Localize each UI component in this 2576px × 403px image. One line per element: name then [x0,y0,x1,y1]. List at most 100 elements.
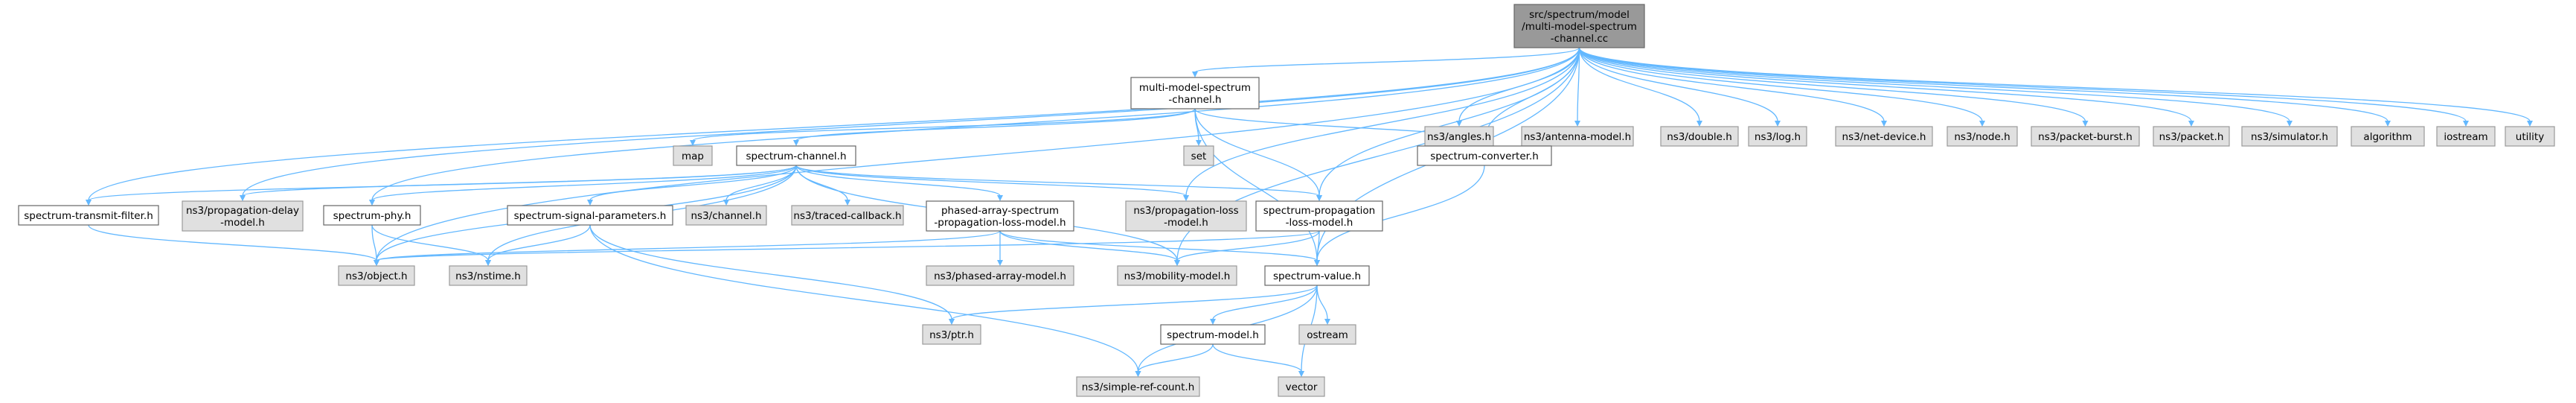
edge-arrowhead [997,260,1003,266]
edge-sphy-to-nstime [371,224,491,266]
edge-arrowhead [587,200,593,206]
edge-arrowhead [1174,260,1180,266]
edge-line [1137,343,1214,372]
edge-sprop-to-mobility [1174,230,1320,266]
edge-root-to-antenna [1574,47,1580,127]
edge-line [88,47,1580,201]
edge-root-to-stf [86,47,1580,206]
edge-line [487,224,591,261]
node-conv[interactable]: spectrum-converter.h [1417,145,1552,166]
node-nstime: ns3/nstime.h [449,265,528,286]
node-label: ns3/node.h [1954,131,2010,143]
node-root[interactable]: src/spectrum/model/multi-model-spectrum-… [1513,4,1645,48]
edge-line [589,224,1139,372]
node-pam: ns3/phased-array-model.h [926,265,1074,286]
node-label: ns3/propagation-delay [186,205,299,217]
node-label: ns3/net-device.h [1842,131,1926,143]
node-box [2505,126,2555,147]
node-angles: ns3/angles.h [1424,126,1494,147]
node-label: spectrum-propagation [1263,205,1375,217]
edge-line [88,224,377,261]
node-box [1278,376,1325,397]
edge-line [589,224,952,320]
edge-sprop-to-object [374,230,1320,266]
node-label: iostream [2444,131,2487,143]
node-algorithm: algorithm [2351,126,2425,147]
node-box [1264,265,1370,286]
edge-line [1578,47,1885,122]
node-label: ns3/mobility-model.h [1124,270,1231,282]
node-label: ns3/propagation-loss [1133,205,1238,217]
edge-line [1578,47,1778,122]
edge-ssp-to-ptr [589,224,955,325]
edge-paspl-to-pam [997,231,1003,266]
node-label: spectrum-converter.h [1430,150,1539,162]
node-ptr: ns3/ptr.h [922,324,981,345]
edge-arrowhead [845,200,850,206]
node-label: ns3/phased-array-model.h [934,270,1066,282]
edge-arrowhead [2463,121,2469,127]
node-sphy[interactable]: spectrum-phy.h [323,205,421,226]
node-box [1521,126,1634,147]
node-label: -model.h [1164,217,1208,229]
node-mobility: ns3/mobility-model.h [1117,265,1237,286]
node-box [1660,126,1739,147]
edge-line [1176,230,1320,261]
edge-line [88,165,797,201]
edge-arrowhead [240,195,246,201]
node-ssp[interactable]: spectrum-signal-parameters.h [507,205,673,226]
edge-line [795,108,1196,142]
node-label: ns3/angles.h [1427,131,1491,143]
node-box [1125,200,1247,232]
node-label: vector [1286,381,1318,393]
edge-line [376,230,1320,261]
node-label: ns3/log.h [1755,131,1801,143]
node-antenna: ns3/antenna-model.h [1521,126,1634,147]
edge-line [242,165,797,197]
edge-line [371,165,797,201]
node-box [1183,145,1214,166]
node-label: ns3/antenna-model.h [1524,131,1631,143]
node-label: -model.h [220,217,265,229]
node-label: utility [2516,131,2544,143]
edge-mmsc_h-to-map [690,108,1196,146]
node-box [1748,126,1807,147]
node-box [1947,126,2018,147]
node-packet: ns3/packet.h [2153,126,2230,147]
edge-line [692,108,1196,142]
node-label: ns3/object.h [345,270,407,282]
node-box [1076,376,1200,397]
edge-root-to-double [1578,47,1702,127]
node-label: -propagation-loss-model.h [934,217,1066,229]
node-box [1130,77,1260,110]
node-label: set [1191,150,1207,162]
edge-line [795,165,1001,197]
node-simulator: ns3/simulator.h [2241,126,2338,147]
node-sc_h[interactable]: spectrum-channel.h [736,145,856,166]
edge-line [371,224,489,261]
edge-arrowhead [1324,319,1330,325]
node-paspl[interactable]: phased-array-spectrum-propagation-loss-m… [926,200,1074,232]
edge-line [1578,47,1983,122]
edge-paspl-to-sv [999,230,1320,266]
edge-arrowhead [997,195,1003,201]
node-label: ns3/packet-burst.h [2038,131,2133,143]
edge-ssp-to-nstime [485,224,591,266]
node-box [2241,126,2338,147]
edge-line [1577,47,1580,122]
node-sv[interactable]: spectrum-value.h [1264,265,1370,286]
node-box [449,265,528,286]
node-sprop[interactable]: spectrum-propagation-loss-model.h [1255,200,1383,232]
node-smodel[interactable]: spectrum-model.h [1160,324,1266,345]
node-object: ns3/object.h [338,265,415,286]
edge-root-to-log [1578,47,1781,127]
node-label: -channel.cc [1551,33,1608,45]
edge-line [1578,47,2290,122]
edge-line [1316,285,1328,320]
node-mmsc_h[interactable]: multi-model-spectrum-channel.h [1130,77,1260,110]
node-stf[interactable]: spectrum-transmit-filter.h [18,205,159,226]
node-box [2153,126,2230,147]
node-box [922,324,981,345]
edge-arrowhead [1316,195,1322,201]
